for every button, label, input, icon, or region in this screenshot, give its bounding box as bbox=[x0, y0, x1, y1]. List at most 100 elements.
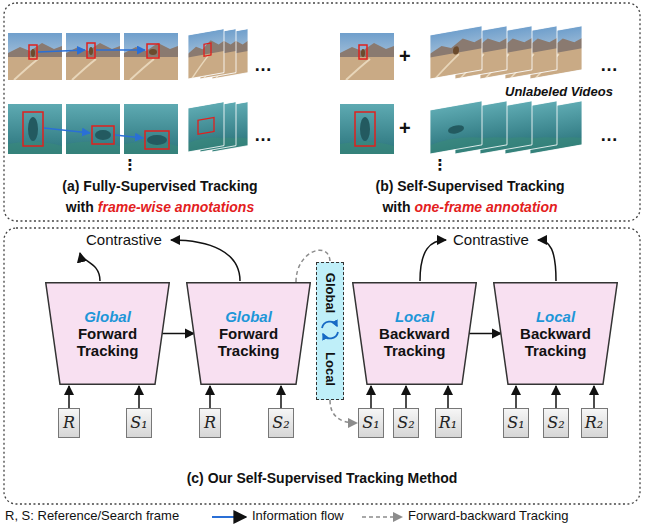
input-frame: S₁ bbox=[358, 408, 384, 438]
label-text: Contrastive bbox=[86, 231, 162, 248]
forward-backward-connector bbox=[330, 400, 357, 423]
flow-connector bbox=[280, 386, 282, 408]
annotation-box bbox=[359, 45, 367, 59]
frame-stack bbox=[430, 26, 482, 79]
cycle-icon bbox=[323, 332, 338, 338]
node-text: Global bbox=[225, 308, 272, 325]
target-fish bbox=[448, 124, 464, 135]
contrastive-arrow bbox=[80, 253, 100, 281]
frame-stack bbox=[188, 102, 224, 152]
flow-connector bbox=[370, 386, 372, 408]
annotation-box bbox=[355, 112, 375, 146]
frame-stack bbox=[430, 101, 482, 154]
legend-sample bbox=[362, 516, 402, 518]
video-frame bbox=[124, 104, 178, 154]
annotation-box bbox=[145, 131, 169, 149]
frame-letter: R₂ bbox=[585, 409, 603, 437]
video-frame bbox=[8, 33, 62, 80]
caption-text: one-frame annotation bbox=[414, 199, 557, 215]
legend-text: Forward-backward Tracking bbox=[408, 508, 568, 524]
label-text: Contrastive bbox=[453, 231, 529, 248]
video-frame bbox=[188, 29, 224, 79]
video-frame bbox=[430, 101, 482, 154]
contrastive-arrow bbox=[171, 240, 240, 281]
node-text: Global bbox=[323, 273, 338, 313]
label-text: (a) Fully-Supervised Tracking bbox=[62, 178, 257, 195]
label-text: ⋮ bbox=[123, 156, 138, 174]
flow-connector bbox=[555, 386, 557, 408]
node-text: Backward Tracking bbox=[373, 325, 457, 359]
target-fish bbox=[360, 117, 370, 141]
node-text: Local bbox=[395, 308, 434, 325]
label-text: ⋮ bbox=[433, 156, 448, 174]
annotation-box bbox=[204, 43, 211, 56]
input-frame: R bbox=[58, 408, 80, 438]
frame-letter: R₁ bbox=[439, 409, 457, 437]
input-frame: R₁ bbox=[435, 408, 462, 438]
video-frame bbox=[66, 33, 120, 80]
panel-frame bbox=[4, 228, 640, 504]
frame-letter: R bbox=[63, 409, 75, 437]
label-text: Unlabeled Videos bbox=[505, 84, 613, 99]
label-text: (c) Our Self-Supervised Tracking Method bbox=[187, 470, 458, 487]
contrastive-arrow bbox=[420, 240, 446, 281]
annotation-box bbox=[92, 126, 114, 144]
flow-arrow bbox=[44, 128, 90, 133]
tracker-trapezoid: GlobalForward Tracking bbox=[186, 282, 311, 385]
flow-connector bbox=[469, 333, 501, 335]
frame-edge bbox=[188, 29, 224, 79]
video-frame bbox=[340, 33, 394, 80]
flow-arrow bbox=[115, 135, 143, 138]
trapezoid-outline bbox=[494, 283, 618, 385]
video-frame bbox=[188, 102, 224, 152]
annotation-box bbox=[147, 44, 159, 58]
label-text: (b) Self-Supervised Tracking bbox=[375, 178, 564, 195]
switch-fill bbox=[316, 262, 344, 400]
contrastive-arrow bbox=[538, 240, 556, 281]
node-text: Forward Tracking bbox=[207, 325, 291, 359]
flow-connector bbox=[447, 386, 449, 408]
trapezoid-outline bbox=[187, 283, 311, 385]
label-text: … bbox=[600, 55, 618, 75]
video-frame bbox=[430, 26, 482, 79]
target-animal bbox=[453, 46, 459, 55]
tracker-trapezoid: GlobalForward Tracking bbox=[45, 282, 170, 385]
frame-letter: S₂ bbox=[397, 409, 414, 437]
node-text: Global bbox=[84, 308, 131, 325]
frame-letter: S₁ bbox=[507, 409, 524, 437]
frame-letter: S₁ bbox=[130, 409, 147, 437]
input-frame: S₂ bbox=[543, 408, 569, 438]
node-text: Local bbox=[323, 352, 338, 386]
flow-connector bbox=[162, 333, 194, 335]
caption-text: with bbox=[382, 199, 410, 215]
annotation-box bbox=[23, 112, 43, 146]
node-text: Local bbox=[536, 308, 575, 325]
target-fish bbox=[28, 117, 38, 141]
target-animal bbox=[31, 49, 35, 57]
input-frame: S₂ bbox=[268, 408, 294, 438]
frame-stack bbox=[188, 29, 224, 79]
target-fish bbox=[147, 135, 167, 145]
label-text: + bbox=[399, 45, 411, 67]
target-animal bbox=[89, 47, 93, 55]
frame-letter: S₂ bbox=[272, 409, 289, 437]
frame-edge bbox=[430, 26, 482, 79]
tracker-trapezoid: LocalBackward Tracking bbox=[493, 282, 618, 385]
caption-text: with bbox=[66, 199, 94, 215]
frame-letter: S₁ bbox=[362, 409, 379, 437]
trapezoid-outline bbox=[353, 283, 477, 385]
annotation-box bbox=[29, 45, 37, 59]
label-text: … bbox=[600, 125, 618, 145]
video-frame bbox=[66, 104, 120, 154]
frame-edge bbox=[188, 102, 224, 152]
label-text: … bbox=[254, 55, 272, 75]
node-text: Forward Tracking bbox=[66, 325, 150, 359]
target-animal bbox=[361, 49, 365, 57]
switch-box: GlobalLocal bbox=[316, 262, 344, 400]
caption-text: frame-wise annotations bbox=[98, 199, 254, 215]
caption-line: withframe-wise annotations bbox=[66, 198, 254, 216]
video-frame bbox=[340, 104, 394, 154]
trapezoid-outline bbox=[46, 283, 170, 385]
